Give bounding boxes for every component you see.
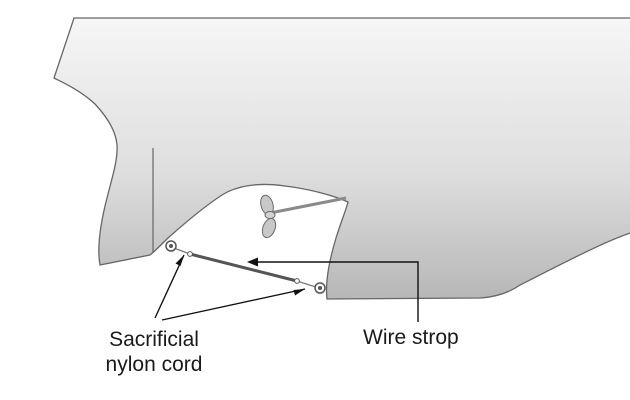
propeller-icon — [260, 194, 277, 239]
label-line-1: Sacrificial — [109, 328, 199, 351]
cord-joint-left — [187, 251, 193, 257]
label-wire-strop: Wire strop — [363, 326, 459, 349]
leader-nylon-cord — [154, 254, 306, 321]
label-sacrificial-nylon-cord: Sacrificial nylon cord — [94, 327, 214, 377]
label-line-2: nylon cord — [105, 353, 203, 376]
cord-joint-right — [294, 278, 300, 284]
wire-strop — [189, 252, 298, 283]
hull-body — [53, 17, 630, 300]
shackle-ring-icon — [314, 282, 326, 294]
propeller-shaft — [269, 196, 347, 215]
shackle-ring-icon — [165, 240, 177, 252]
leader-wire-strop — [247, 257, 419, 322]
